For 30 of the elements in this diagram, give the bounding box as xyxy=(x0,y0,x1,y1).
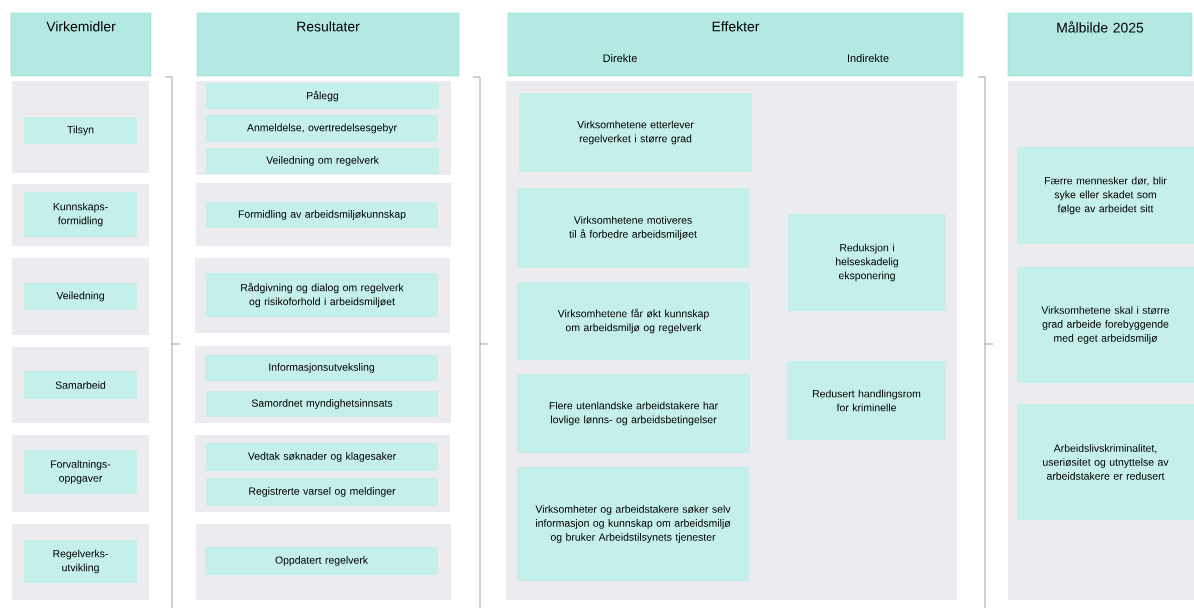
text-box: Rådgivning og dialog om regelverk og risikoforhold i arbeidsmiljøet xyxy=(206,273,438,317)
text-box: Veiledning xyxy=(24,283,137,310)
text-box: Forvaltnings- oppgaver xyxy=(24,450,137,494)
column-header: Målbilde 2025 xyxy=(1007,12,1193,77)
text-box: Virksomhetene etterlever regelverket i større grad xyxy=(519,93,752,172)
text-box: Virksomhetene motiveres til å forbedre arbeidsmiljøet xyxy=(517,188,749,268)
text-box: Veiledning om regelverk xyxy=(206,148,439,174)
text-box: Færre mennesker dør, blir syke eller skadet som følge av arbeidet sitt xyxy=(1017,147,1194,244)
text-box: Vedtak søknader og klagesaker xyxy=(206,443,438,471)
text-box: Redusert handlingsrom for kriminelle xyxy=(787,361,946,440)
text-box: Informasjonsutveksling xyxy=(205,355,438,381)
text-box: Samordnet myndighetsinnsats xyxy=(206,391,438,417)
text-box: Arbeidslivskriminalitet, useriøsitet og utnyttelse av arbeidstakere er redusert xyxy=(1017,404,1194,520)
text-box: Regelverks- utvikling xyxy=(24,540,137,583)
text-box: Samarbeid xyxy=(24,371,137,399)
text-box: Tilsyn xyxy=(24,117,137,144)
column-header: Effekter Direkte Indirekte xyxy=(507,12,964,77)
text-box: Oppdatert regelverk xyxy=(205,547,438,575)
text-box: Anmeldelse, overtredelsesgebyr xyxy=(206,115,438,142)
text-box: Reduksjon i helseskadelig eksponering xyxy=(788,214,946,311)
text-box: Virksomhetene skal i større grad arbeide forebyggende med eget arbeidsmiljø xyxy=(1017,267,1194,383)
text-box: Virksomheter og arbeidstakere søker selv informasjon og kunnskap om arbeidsmiljø og bruker Arbeidstilsynets tjenester xyxy=(517,467,749,581)
text-box: Kunnskaps- formidling xyxy=(24,192,137,237)
text-box: Registrerte varsel og meldinger xyxy=(206,478,438,506)
column-header: Virkemidler xyxy=(10,12,152,77)
text-box: Pålegg xyxy=(206,83,439,109)
text-box: Formidling av arbeidsmiljøkunnskap xyxy=(206,202,438,228)
text-box: Virksomhetene får økt kunnskap om arbeidsmiljø og regelverk xyxy=(517,282,750,360)
text-box: Flere utenlandske arbeidstakere har lovlige lønns- og arbeidsbetingelser xyxy=(517,374,750,453)
column-header: Resultater xyxy=(196,12,460,77)
